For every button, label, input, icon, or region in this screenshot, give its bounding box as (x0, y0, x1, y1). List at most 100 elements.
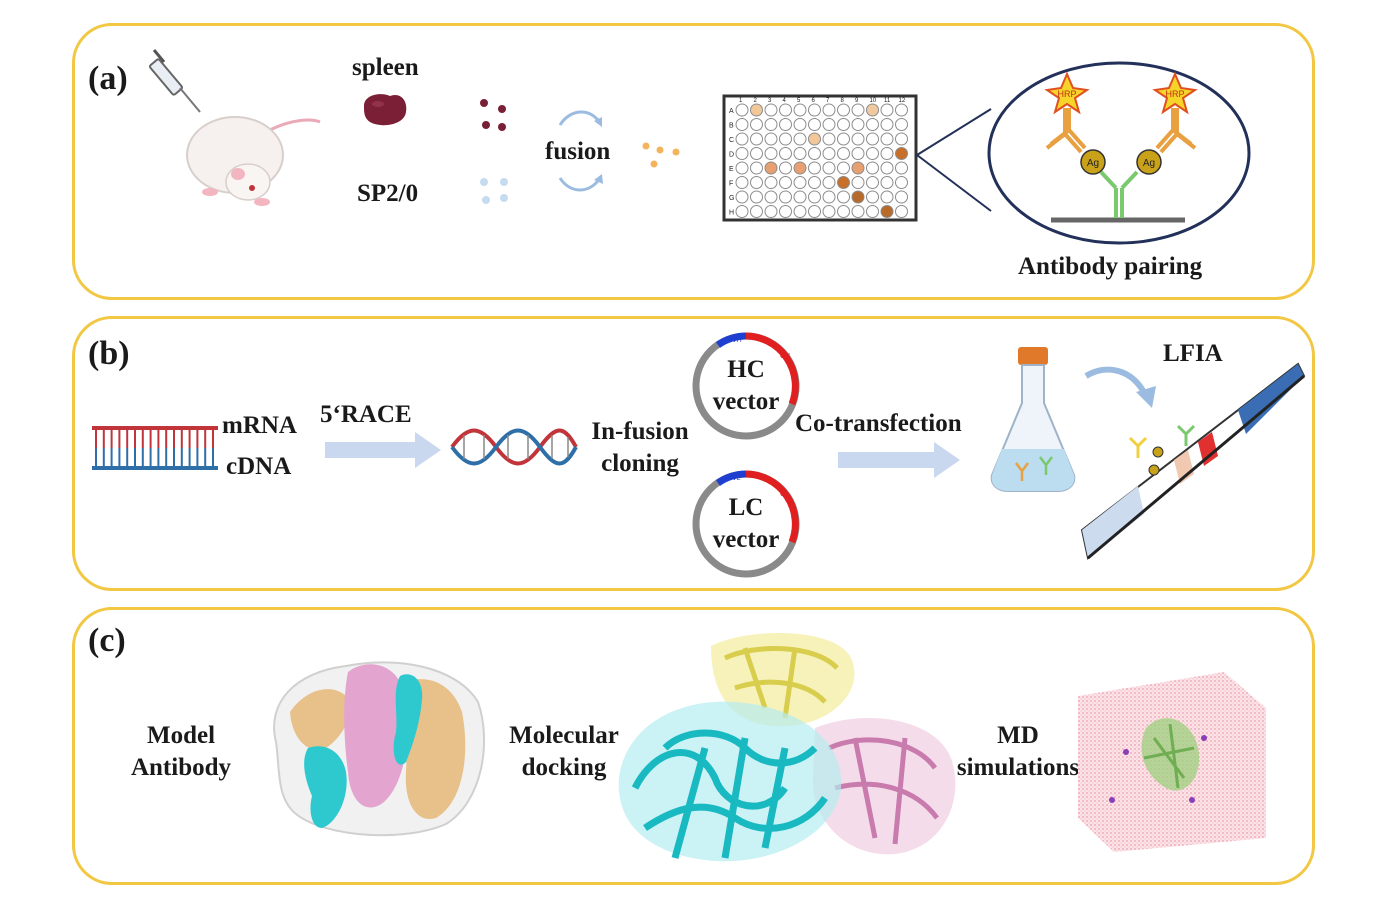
md-simulation-box-image (1078, 672, 1266, 852)
plate-well (880, 176, 894, 189)
cl-label: CL (780, 491, 789, 498)
spleen-label: spleen (352, 54, 419, 81)
plate-well (866, 103, 879, 117)
plate-well (822, 205, 836, 218)
plate-row-label: A (729, 108, 734, 115)
plate-well (822, 190, 836, 204)
plate-col-label: 10 (870, 98, 877, 104)
antibody-surface-model-image (273, 661, 486, 837)
ag-label-left: Ag (1087, 158, 1099, 169)
plate-well (764, 161, 778, 175)
plate-well (735, 132, 749, 146)
plate-well (764, 205, 778, 218)
zoom-lines (916, 108, 992, 212)
plate-well (895, 147, 908, 160)
plate-col-label: 4 (783, 98, 787, 104)
plate-well (837, 118, 850, 131)
plate-well (750, 147, 763, 160)
plate-well (866, 118, 879, 131)
plate-well (808, 161, 821, 175)
plate-well (793, 118, 807, 131)
plate-well (866, 132, 879, 146)
plate-well (880, 190, 894, 204)
flask-icon (990, 347, 1076, 492)
plate-well (735, 147, 749, 160)
plate-well (779, 161, 792, 175)
plate-well (895, 132, 908, 146)
plate-well (793, 147, 807, 160)
cotransfection-label: Co-transfection (795, 410, 962, 437)
mouse-icon (186, 116, 321, 206)
plate-well (866, 205, 879, 218)
plate-well (880, 103, 894, 117)
lfia-label: LFIA (1163, 340, 1223, 367)
plate-well (735, 205, 749, 218)
antibody-pairing-label: Antibody pairing (1018, 253, 1203, 280)
plate-well (735, 176, 749, 189)
plate-well (851, 176, 865, 189)
plate-well (764, 103, 778, 117)
plate-well (735, 103, 749, 117)
plate-well (808, 205, 821, 218)
plate-well (822, 103, 836, 117)
hc-vector-label: HC vector (712, 356, 780, 415)
panel-c-label: (c) (88, 622, 126, 659)
plate-well (880, 161, 894, 175)
plate-well (880, 132, 894, 146)
plate-well (851, 147, 865, 160)
plate-well (851, 161, 865, 175)
sp20-cells-icon (480, 178, 508, 204)
race-arrow-icon (325, 432, 441, 468)
infusion-cloning-label: In-fusion cloning (591, 418, 689, 477)
plate-well (822, 132, 836, 146)
plate-well (750, 103, 763, 117)
plate-col-label: 6 (812, 98, 816, 104)
plate-well (880, 118, 894, 131)
hc-vector-icon: VH CH (692, 332, 800, 440)
plate-well (851, 103, 865, 117)
ag-label-right: Ag (1143, 158, 1155, 169)
plate-well (750, 176, 763, 189)
plate-well (837, 176, 850, 189)
plate-col-label: 9 (855, 98, 859, 104)
plate-well (764, 132, 778, 146)
dna-helix-icon (450, 428, 578, 466)
plate-well (764, 176, 778, 189)
plate-well (793, 176, 807, 189)
plate-well (764, 118, 778, 131)
vh-label: VH (732, 337, 742, 344)
plate-well (895, 190, 908, 204)
fused-cells-icon (642, 142, 680, 168)
plate-col-label: 7 (826, 98, 830, 104)
hrp-label-left: HRP (1057, 89, 1076, 99)
plate-well (808, 190, 821, 204)
plate-col-label: 5 (797, 98, 801, 104)
plate-well (750, 190, 763, 204)
md-simulations-label: MD simulations (956, 722, 1080, 781)
plate-well (808, 132, 821, 146)
plate-well (822, 161, 836, 175)
plate-well (851, 132, 865, 146)
plate-well (822, 176, 836, 189)
plate-well (851, 190, 865, 204)
plate-well (779, 147, 792, 160)
lfia-strip-icon (1080, 362, 1306, 560)
plate-row-label: H (729, 210, 734, 217)
plate-row-label: C (729, 137, 734, 144)
fusion-arrow-top-icon (558, 110, 602, 127)
spleen-cells-icon (480, 99, 506, 131)
plate-row-label: B (729, 123, 734, 130)
plate-row-label: D (729, 152, 734, 159)
sp20-label: SP2/0 (357, 180, 419, 207)
plate-well (779, 205, 792, 218)
plate-col-label: 1 (739, 98, 743, 104)
model-antibody-label: Model Antibody (130, 722, 232, 781)
plate-well (851, 205, 865, 218)
cotransfection-arrow-icon (838, 442, 960, 478)
plate-well (779, 190, 792, 204)
plate-well (837, 190, 850, 204)
plate-row-label: F (729, 181, 733, 188)
lfia-curved-arrow-icon (1084, 366, 1156, 408)
plate-well (793, 103, 807, 117)
plate-well (793, 161, 807, 175)
